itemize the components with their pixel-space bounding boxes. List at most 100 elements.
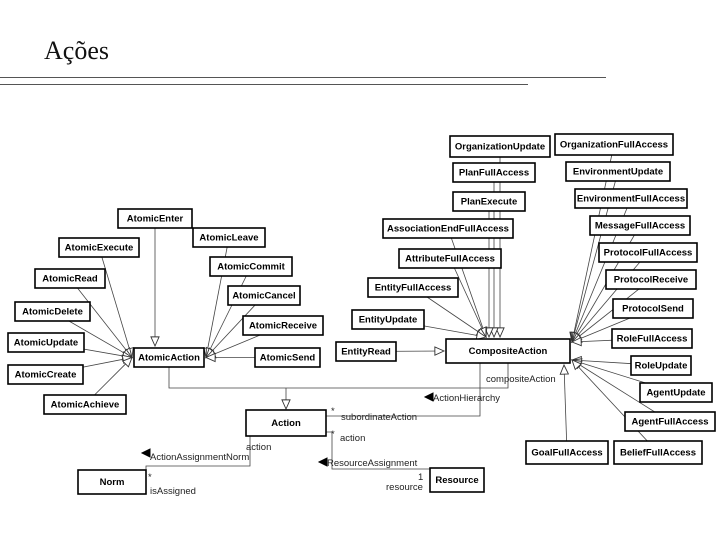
class-label: RoleFullAccess bbox=[617, 334, 688, 345]
class-label: AttributeFullAccess bbox=[405, 254, 495, 265]
class-label: BeliefFullAccess bbox=[620, 448, 696, 459]
association-label: subordinateAction bbox=[341, 412, 417, 423]
generalization-arrow-RoleFullAccess bbox=[570, 336, 582, 347]
class-label: ProtocolReceive bbox=[614, 275, 688, 286]
class-role-update: RoleUpdate bbox=[630, 355, 692, 376]
class-label: CompositeAction bbox=[469, 346, 548, 357]
class-label: RoleUpdate bbox=[635, 361, 688, 372]
slide-title: Ações bbox=[44, 36, 109, 65]
class-environment-update: EnvironmentUpdate bbox=[565, 161, 671, 182]
class-label: AssociationEndFullAccess bbox=[387, 224, 509, 235]
class-label: AtomicReceive bbox=[249, 321, 317, 332]
class-label: PlanFullAccess bbox=[459, 168, 529, 179]
class-atomic-cancel: AtomicCancel bbox=[227, 285, 301, 306]
class-belief-full-access: BeliefFullAccess bbox=[613, 440, 703, 465]
association-label: * bbox=[331, 429, 335, 440]
class-atomic-execute: AtomicExecute bbox=[58, 237, 140, 258]
generalization-arrow-GoalFullAccess bbox=[559, 363, 570, 375]
class-agent-full-access: AgentFullAccess bbox=[624, 411, 716, 432]
association-labels: compositeActionActionHierarchysubordinat… bbox=[148, 374, 556, 497]
class-entity-read: EntityRead bbox=[335, 341, 397, 362]
generalization-to-action-branch bbox=[168, 363, 509, 389]
association-label: ActionHierarchy bbox=[433, 393, 500, 404]
class-message-full-access: MessageFullAccess bbox=[589, 215, 691, 236]
class-norm: Norm bbox=[77, 469, 147, 495]
class-organization-update: OrganizationUpdate bbox=[449, 135, 551, 158]
generalization-AssociationEndFullAccess-CompositeAction bbox=[447, 228, 487, 338]
class-protocol-full-access: ProtocolFullAccess bbox=[598, 242, 698, 263]
generalization-AtomicCommit-AtomicAction bbox=[205, 266, 252, 358]
class-environment-full-access: EnvironmentFullAccess bbox=[574, 188, 688, 209]
diagram-nodes: AtomicEnterAtomicLeaveAtomicExecuteAtomi… bbox=[7, 133, 716, 495]
class-label: AtomicExecute bbox=[65, 243, 134, 254]
association-resource-assignment bbox=[326, 431, 430, 470]
class-label: AtomicCancel bbox=[232, 291, 295, 302]
association-action-hierarchy bbox=[326, 363, 481, 417]
title-rule-2 bbox=[0, 84, 528, 85]
class-resource: Resource bbox=[429, 467, 485, 493]
class-label: ProtocolFullAccess bbox=[604, 248, 693, 259]
class-agent-update: AgentUpdate bbox=[639, 382, 713, 403]
generalization-arrow-AtomicEnter bbox=[150, 336, 160, 348]
class-label: AtomicAchieve bbox=[51, 400, 120, 411]
class-label: AtomicEnter bbox=[127, 214, 184, 225]
generalization-AtomicCancel-AtomicAction bbox=[205, 295, 265, 358]
generalization-ProtocolReceive-CompositeAction bbox=[571, 279, 652, 343]
class-label: MessageFullAccess bbox=[595, 221, 685, 232]
class-label: Norm bbox=[100, 477, 125, 488]
class-label: AtomicRead bbox=[42, 274, 98, 285]
generalization-arrow-EntityRead bbox=[434, 346, 446, 356]
class-atomic-receive: AtomicReceive bbox=[242, 315, 324, 336]
class-label: EntityRead bbox=[341, 347, 391, 358]
class-label: AtomicDelete bbox=[22, 307, 83, 318]
class-entity-update: EntityUpdate bbox=[351, 309, 425, 330]
class-label: AtomicCommit bbox=[217, 262, 285, 273]
class-label: GoalFullAccess bbox=[531, 448, 602, 459]
class-label: AtomicCreate bbox=[15, 370, 77, 381]
class-atomic-commit: AtomicCommit bbox=[209, 256, 293, 277]
class-label: AgentFullAccess bbox=[631, 417, 708, 428]
class-label: EntityFullAccess bbox=[375, 283, 452, 294]
class-label: AtomicSend bbox=[260, 353, 316, 364]
diagram-edges bbox=[45, 144, 677, 474]
generalization-arrow-AtomicAchieve bbox=[121, 356, 133, 368]
direction-arrow-action-assignment-norm bbox=[140, 448, 151, 458]
generalization-BeliefFullAccess-CompositeAction bbox=[571, 359, 659, 453]
class-protocol-receive: ProtocolReceive bbox=[605, 269, 697, 290]
class-atomic-create: AtomicCreate bbox=[7, 364, 84, 385]
class-label: AtomicLeave bbox=[199, 233, 258, 244]
class-label: EnvironmentFullAccess bbox=[577, 194, 685, 205]
class-label: OrganizationFullAccess bbox=[560, 140, 668, 151]
class-label: EnvironmentUpdate bbox=[573, 167, 663, 178]
association-label: action bbox=[246, 442, 271, 453]
class-label: Resource bbox=[435, 475, 478, 486]
direction-arrow-resource-assignment bbox=[317, 457, 328, 467]
class-plan-execute: PlanExecute bbox=[452, 191, 526, 212]
association-label: isAssigned bbox=[150, 486, 196, 497]
title-rule-1 bbox=[0, 77, 606, 78]
association-label: ResourceAssignment bbox=[327, 458, 418, 469]
generalization-arrow-OrganizationUpdate bbox=[495, 327, 505, 339]
generalization-ProtocolFullAccess-CompositeAction bbox=[571, 252, 649, 343]
class-atomic-enter: AtomicEnter bbox=[117, 208, 193, 229]
class-atomic-send: AtomicSend bbox=[254, 347, 321, 368]
generalization-arrow-BeliefFullAccess bbox=[571, 359, 583, 371]
class-plan-full-access: PlanFullAccess bbox=[452, 162, 536, 183]
class-organization-full-access: OrganizationFullAccess bbox=[554, 133, 674, 156]
association-label: * bbox=[148, 472, 152, 483]
generalization-AttributeFullAccess-CompositeAction bbox=[449, 258, 487, 338]
class-role-full-access: RoleFullAccess bbox=[611, 328, 693, 349]
class-association-end-full-access: AssociationEndFullAccess bbox=[382, 218, 514, 239]
generalization-AtomicLeave-AtomicAction bbox=[205, 237, 230, 358]
class-entity-full-access: EntityFullAccess bbox=[367, 277, 459, 298]
class-label: EntityUpdate bbox=[359, 315, 418, 326]
class-attribute-full-access: AttributeFullAccess bbox=[398, 248, 502, 269]
class-atomic-delete: AtomicDelete bbox=[14, 301, 91, 322]
generalization-arrow-action bbox=[281, 399, 291, 411]
generalization-AtomicRead-AtomicAction bbox=[69, 278, 133, 358]
generalization-GoalFullAccess-CompositeAction bbox=[563, 364, 568, 453]
generalization-arrow-AtomicSend bbox=[204, 352, 216, 363]
class-label: ProtocolSend bbox=[622, 304, 684, 315]
association-label: 1 bbox=[418, 472, 423, 483]
